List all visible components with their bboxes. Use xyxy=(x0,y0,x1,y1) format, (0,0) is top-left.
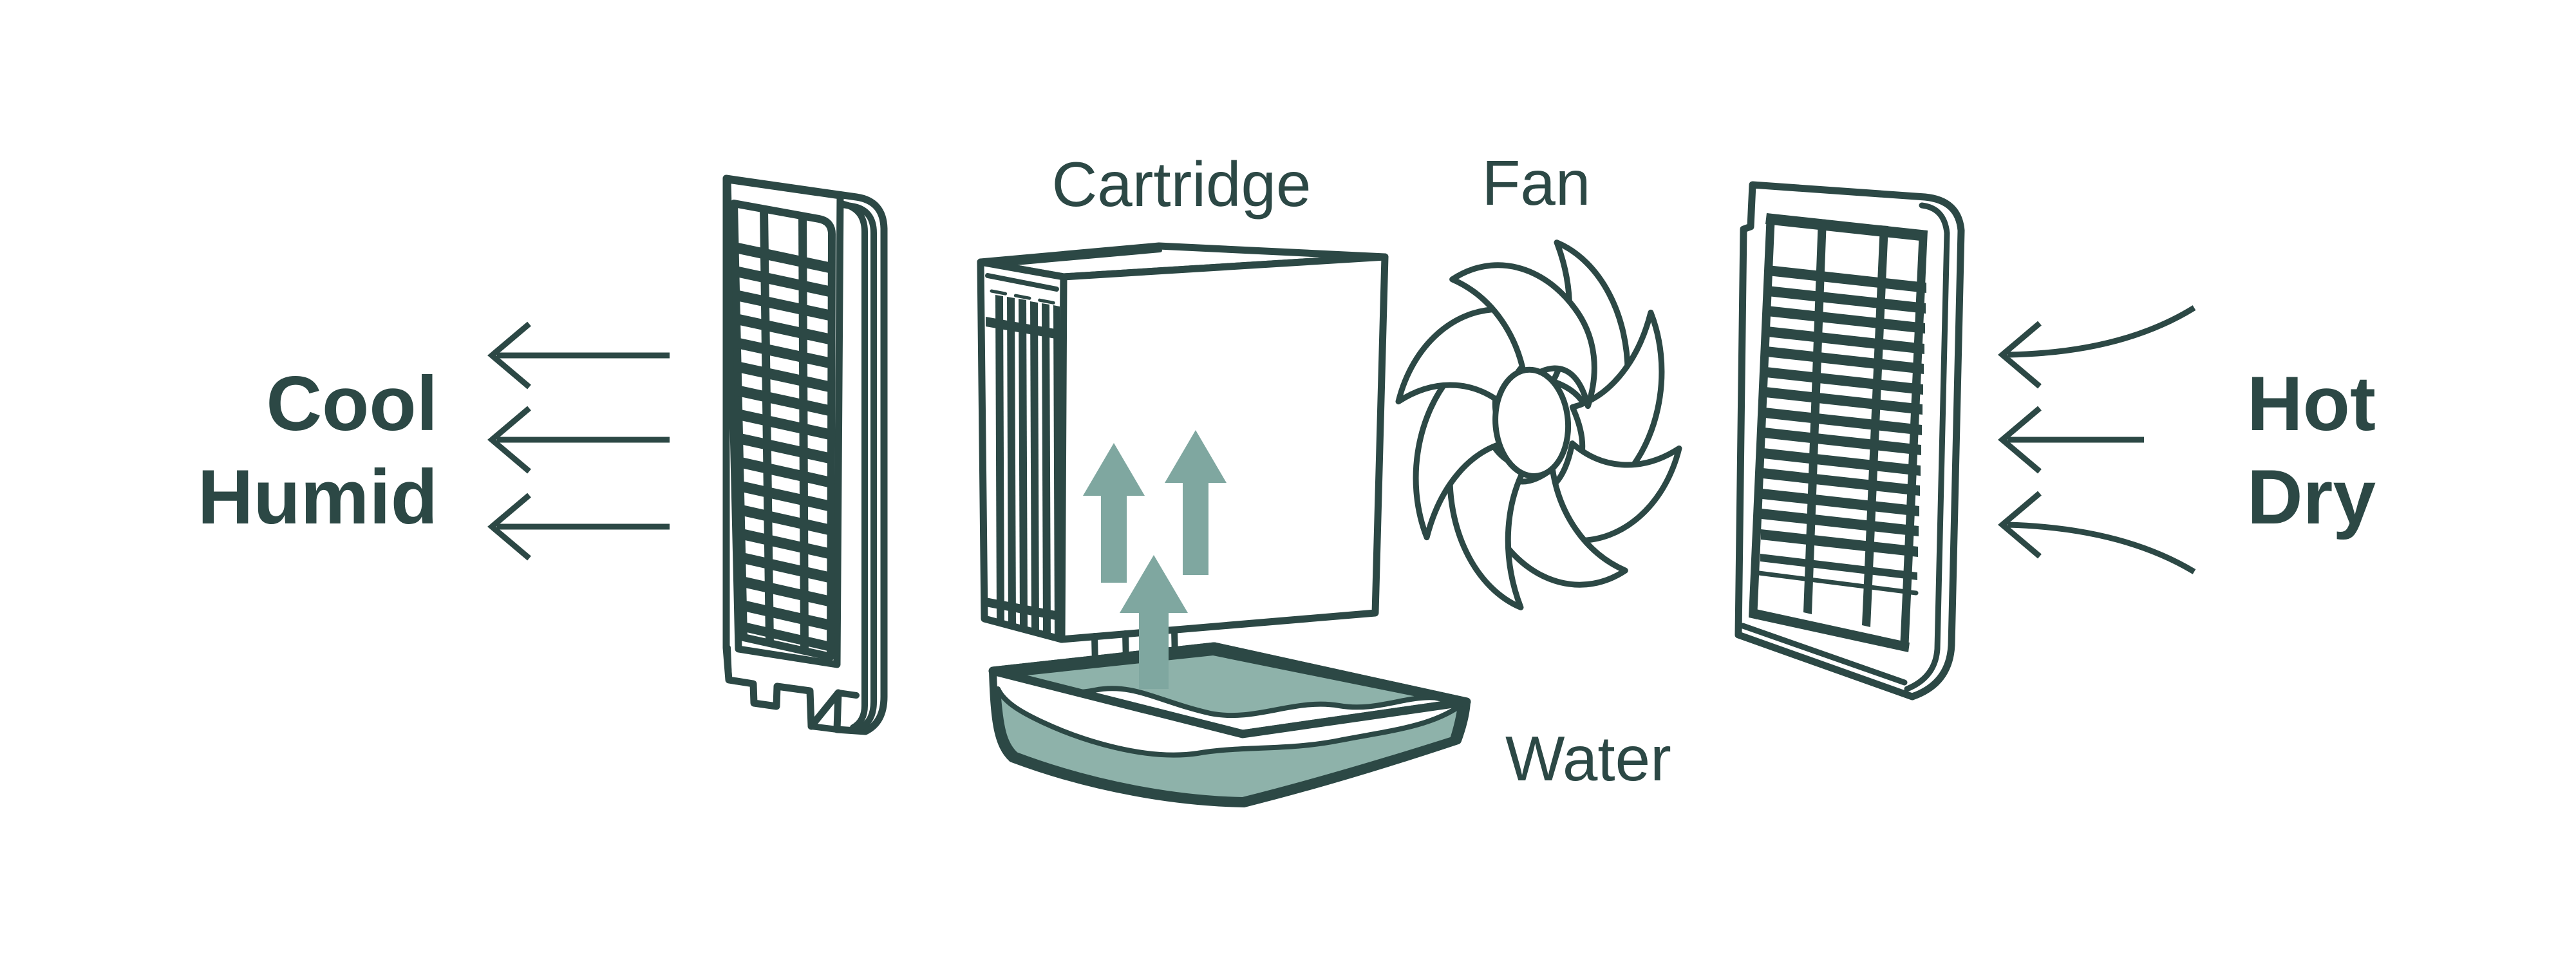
evaporation-arrows-icon xyxy=(1083,430,1227,689)
dry-label: Dry xyxy=(2247,454,2376,540)
cartridge-box-icon xyxy=(977,242,1389,643)
hot-dry-labels: Hot Dry xyxy=(2247,361,2376,540)
front-grille-icon xyxy=(722,174,888,735)
hot-label: Hot xyxy=(2247,361,2376,447)
humid-label: Humid xyxy=(198,454,438,540)
cartridge-media-slats xyxy=(985,273,1061,637)
rear-grille-icon xyxy=(1735,181,1965,701)
cartridge-label: Cartridge xyxy=(1051,149,1311,220)
water-label: Water xyxy=(1505,723,1671,794)
water-tray-icon xyxy=(988,642,1471,807)
cool-label: Cool xyxy=(266,361,438,447)
rear-grille-slats xyxy=(1761,265,1926,557)
hot-air-arrows-icon xyxy=(1998,305,2196,574)
cool-humid-labels: Cool Humid xyxy=(198,361,438,540)
cool-air-arrows-icon xyxy=(487,321,670,561)
fan-icon xyxy=(1377,214,1701,636)
fan-label: Fan xyxy=(1482,147,1591,218)
front-grille-slats xyxy=(735,242,832,652)
